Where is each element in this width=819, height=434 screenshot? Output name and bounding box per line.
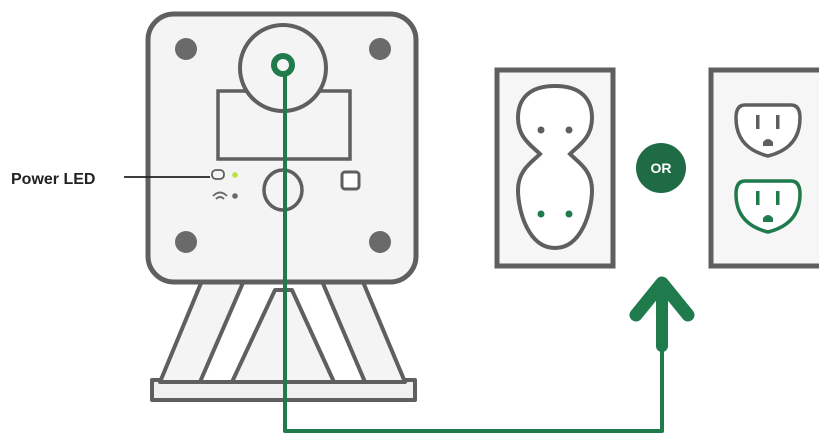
eu-pin-top-right bbox=[565, 126, 573, 134]
us-bottom-ground bbox=[763, 215, 773, 222]
us-top-ground bbox=[763, 139, 773, 146]
us-receptacle-bottom bbox=[734, 179, 802, 234]
power-led-icon bbox=[211, 169, 238, 180]
cable-line bbox=[283, 72, 664, 433]
eu-pin-top-left bbox=[537, 126, 545, 134]
arrow-up-icon bbox=[629, 276, 695, 322]
eu-pin-bottom-left bbox=[537, 210, 545, 218]
screw-top-left bbox=[175, 38, 197, 60]
eu-outlet-socket bbox=[515, 83, 595, 251]
wifi-icon bbox=[212, 191, 238, 200]
eu-pin-bottom-right bbox=[565, 210, 573, 218]
screw-bottom-right bbox=[369, 231, 391, 253]
or-badge-label: OR bbox=[651, 160, 672, 176]
us-receptacle-top bbox=[734, 103, 802, 158]
screw-top-right bbox=[369, 38, 391, 60]
us-top-slot-left bbox=[756, 115, 760, 129]
power-cable bbox=[271, 53, 664, 433]
us-outlet-icon bbox=[708, 67, 819, 269]
power-led-callout: Power LED bbox=[11, 171, 210, 188]
or-badge: OR bbox=[636, 143, 686, 193]
eu-outlet-icon bbox=[494, 67, 616, 269]
power-led-label: Power LED bbox=[11, 171, 95, 188]
or-badge-circle bbox=[636, 143, 686, 193]
reset-button-icon bbox=[340, 170, 361, 191]
us-bottom-slot-left bbox=[756, 191, 760, 205]
us-outlet-frame bbox=[708, 67, 819, 269]
us-bottom-slot-right bbox=[776, 191, 780, 205]
us-top-slot-right bbox=[776, 115, 780, 129]
screw-bottom-left bbox=[175, 231, 197, 253]
